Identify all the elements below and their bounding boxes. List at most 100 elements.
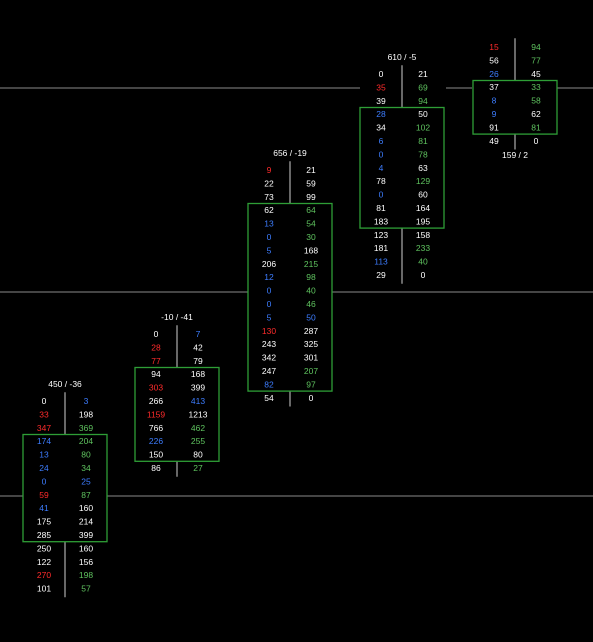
ask-volume: 207	[304, 366, 318, 376]
ask-volume: 94	[418, 96, 428, 106]
ask-volume: 99	[306, 192, 316, 202]
bid-volume: 34	[376, 123, 386, 133]
ask-volume: 0	[309, 393, 314, 403]
bid-volume: 13	[264, 219, 274, 229]
ask-volume: 160	[79, 543, 93, 553]
bid-volume: 73	[264, 192, 274, 202]
ask-volume: 42	[193, 342, 203, 352]
bid-volume: 101	[37, 584, 51, 594]
ask-volume: 325	[304, 339, 318, 349]
ask-volume: 160	[79, 503, 93, 513]
bid-volume: 62	[264, 205, 274, 215]
ask-volume: 233	[416, 243, 430, 253]
bid-volume: 78	[376, 176, 386, 186]
bid-volume: 226	[149, 436, 163, 446]
bid-volume: 270	[37, 570, 51, 580]
bid-volume: 342	[262, 353, 276, 363]
bid-volume: 0	[267, 299, 272, 309]
ask-volume: 27	[193, 463, 203, 473]
bid-volume: 0	[42, 396, 47, 406]
ask-volume: 40	[418, 257, 428, 267]
ask-volume: 168	[191, 369, 205, 379]
candle-body	[359, 106, 445, 229]
ask-volume: 45	[531, 69, 541, 79]
ask-volume: 46	[306, 299, 316, 309]
bid-volume: 82	[264, 379, 274, 389]
candle-body	[134, 366, 220, 462]
bid-volume: 13	[39, 450, 49, 460]
bid-volume: 766	[149, 423, 163, 433]
ask-volume: 198	[79, 570, 93, 580]
ask-volume: 60	[418, 190, 428, 200]
bid-volume: 303	[149, 383, 163, 393]
bid-volume: 37	[489, 82, 499, 92]
ask-volume: 0	[421, 270, 426, 280]
bid-volume: 22	[264, 178, 274, 188]
ask-volume: 40	[306, 286, 316, 296]
ask-volume: 3	[84, 396, 89, 406]
candle-body	[247, 202, 333, 392]
bid-volume: 181	[374, 243, 388, 253]
ask-volume: 204	[79, 436, 93, 446]
bid-volume: 0	[379, 149, 384, 159]
ask-volume: 33	[531, 82, 541, 92]
ask-volume: 62	[531, 109, 541, 119]
ask-volume: 215	[304, 259, 318, 269]
ask-volume: 21	[418, 69, 428, 79]
ask-volume: 87	[81, 490, 91, 500]
bid-volume: 94	[151, 369, 161, 379]
ask-volume: 413	[191, 396, 205, 406]
ask-volume: 69	[418, 82, 428, 92]
ask-volume: 255	[191, 436, 205, 446]
bid-volume: 347	[37, 423, 51, 433]
ask-volume: 97	[306, 379, 316, 389]
bid-volume: 130	[262, 326, 276, 336]
ask-volume: 81	[418, 136, 428, 146]
ask-volume: 50	[418, 109, 428, 119]
candle-delta-label: -10 / -41	[161, 312, 193, 322]
ask-volume: 399	[79, 530, 93, 540]
bid-volume: 285	[37, 530, 51, 540]
ask-volume: 301	[304, 353, 318, 363]
ask-volume: 158	[416, 230, 430, 240]
bid-volume: 54	[264, 393, 274, 403]
ask-volume: 98	[306, 272, 316, 282]
bid-volume: 9	[492, 109, 497, 119]
bid-volume: 247	[262, 366, 276, 376]
bid-volume: 150	[149, 450, 163, 460]
bid-volume: 0	[267, 232, 272, 242]
bid-volume: 0	[379, 69, 384, 79]
ask-volume: 50	[306, 312, 316, 322]
bid-volume: 81	[376, 203, 386, 213]
bid-volume: 28	[376, 109, 386, 119]
ask-volume: 198	[79, 409, 93, 419]
candle-body	[22, 433, 108, 543]
ask-volume: 30	[306, 232, 316, 242]
ask-volume: 0	[534, 136, 539, 146]
bid-volume: 175	[37, 517, 51, 527]
bid-volume: 35	[376, 82, 386, 92]
bid-volume: 0	[267, 286, 272, 296]
bid-volume: 5	[267, 245, 272, 255]
ask-volume: 81	[531, 122, 541, 132]
bid-volume: 243	[262, 339, 276, 349]
ask-volume: 80	[193, 450, 203, 460]
ask-volume: 369	[79, 423, 93, 433]
ask-volume: 129	[416, 176, 430, 186]
bid-volume: 174	[37, 436, 51, 446]
bid-volume: 8	[492, 96, 497, 106]
candle-delta-label: 450 / -36	[48, 379, 82, 389]
bid-volume: 33	[39, 409, 49, 419]
bid-volume: 5	[267, 312, 272, 322]
bid-volume: 41	[39, 503, 49, 513]
bid-volume: 0	[379, 190, 384, 200]
candle-delta-label: 610 / -5	[388, 52, 417, 62]
bid-volume: 0	[42, 476, 47, 486]
ask-volume: 57	[81, 584, 91, 594]
bid-volume: 15	[489, 42, 499, 52]
bid-volume: 26	[489, 69, 499, 79]
bid-volume: 12	[264, 272, 274, 282]
bid-volume: 250	[37, 543, 51, 553]
bid-volume: 24	[39, 463, 49, 473]
